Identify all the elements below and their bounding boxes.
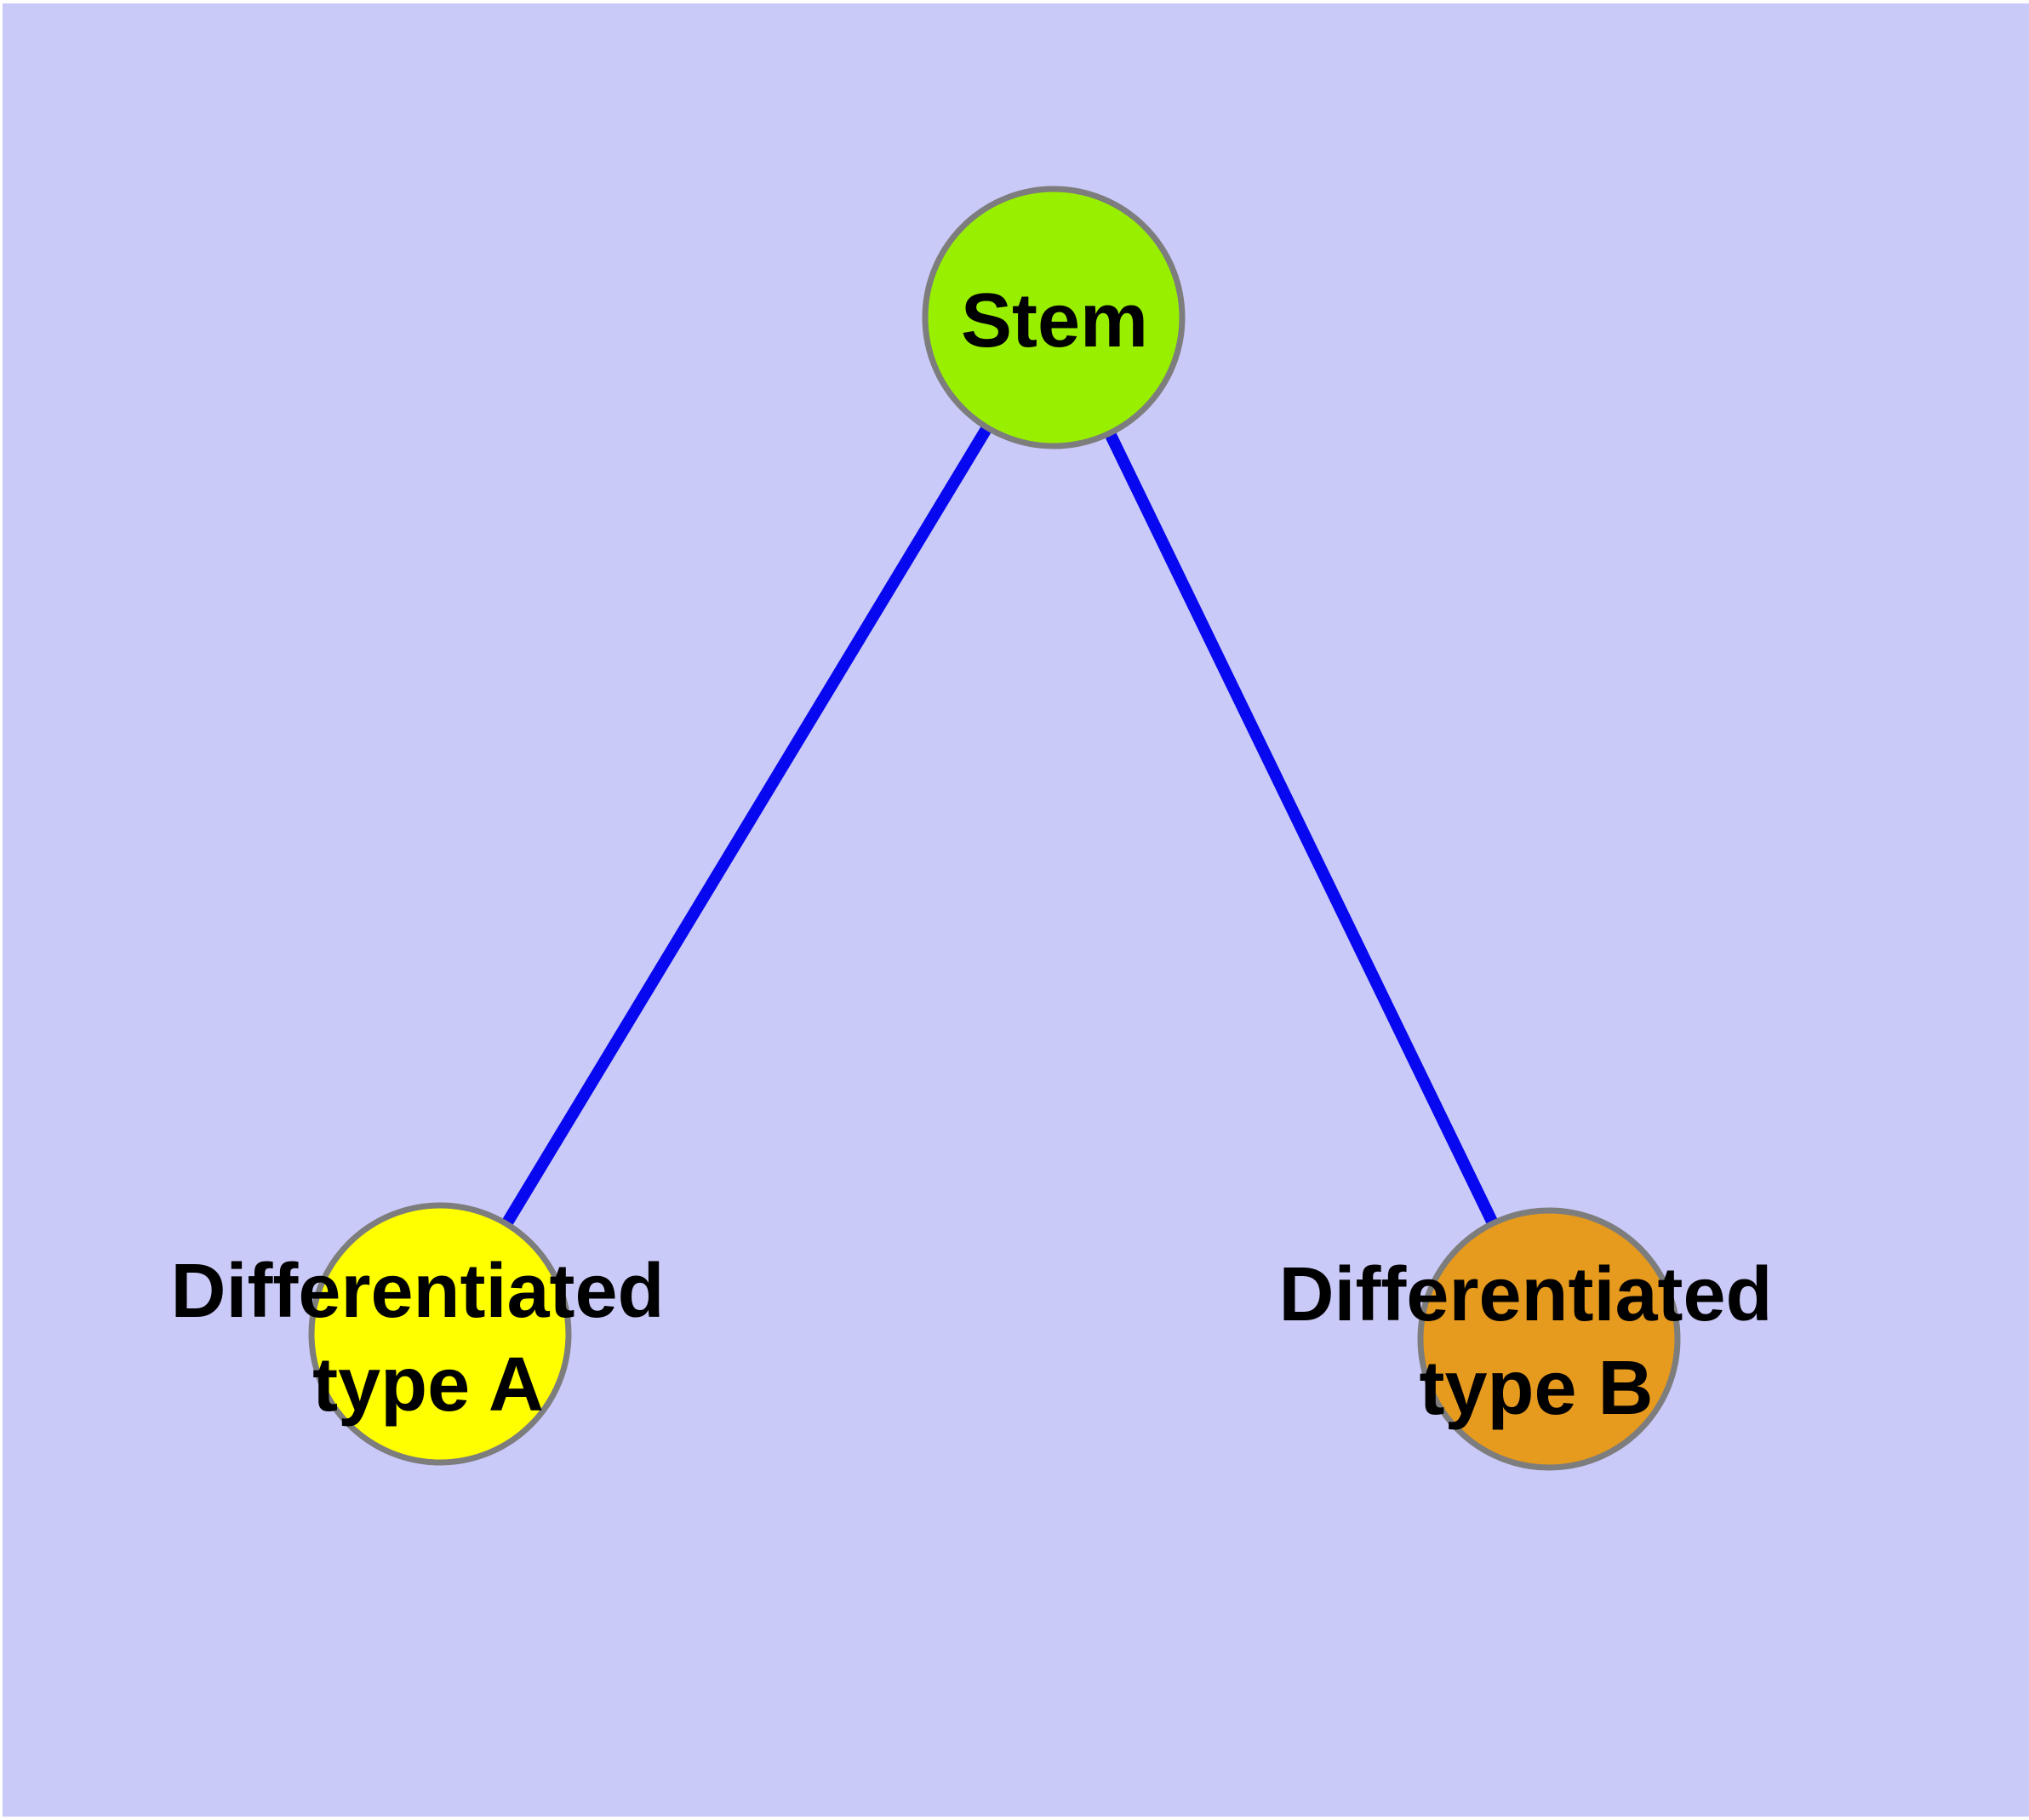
- node-label-type-a-line-2: type A: [312, 1342, 544, 1428]
- node-group: [308, 186, 1681, 1471]
- node-stem: [922, 186, 1186, 449]
- node-differentiated-type-b: [1417, 1207, 1681, 1471]
- node-label-stem: Stem: [961, 278, 1148, 363]
- node-label-stem-line: Stem: [961, 278, 1148, 363]
- edge-stem-to-type-b: [1048, 314, 1555, 1342]
- label-group: Stem Differentiated type A Differentiate…: [170, 278, 1793, 1431]
- node-label-type-b-line-2: type B: [1419, 1346, 1653, 1431]
- node-differentiated-type-a: [308, 1202, 572, 1466]
- node-label-type-a-line-1: Differentiated: [170, 1249, 664, 1334]
- edge-group: [435, 314, 1555, 1342]
- edge-stem-to-type-a: [435, 314, 1059, 1337]
- node-label-differentiated-type-a: Differentiated type A: [170, 1249, 685, 1428]
- node-label-differentiated-type-b: Differentiated type B: [1278, 1252, 1793, 1431]
- node-label-type-b-line-1: Differentiated: [1278, 1252, 1772, 1337]
